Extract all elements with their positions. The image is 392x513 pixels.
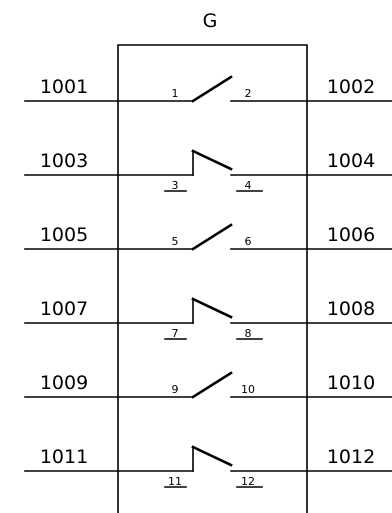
left-pin-number: 1: [172, 87, 179, 100]
right-pin-number: 10: [241, 383, 255, 396]
component-label: G: [203, 10, 218, 32]
no-contact-blade: [191, 371, 233, 399]
right-wire-number: 1010: [327, 372, 375, 394]
right-wire-number: 1004: [327, 150, 375, 172]
left-pin-number: 9: [172, 383, 179, 396]
right-pin-number: 12: [241, 475, 255, 488]
nc-contact-blade: [191, 297, 233, 319]
left-pin-number: 7: [172, 327, 179, 340]
no-contact-blade: [191, 75, 233, 103]
nc-contact-blade: [191, 445, 233, 467]
no-contact-blade: [191, 223, 233, 251]
left-wire-number: 1007: [40, 298, 88, 320]
component-box: [117, 44, 308, 513]
left-wire-number: 1009: [40, 372, 88, 394]
right-pin-number: 2: [245, 87, 252, 100]
left-wire-number: 1011: [40, 446, 88, 468]
right-wire-number: 1012: [327, 446, 375, 468]
left-wire-number: 1005: [40, 224, 88, 246]
right-pin-number: 8: [245, 327, 252, 340]
right-pin-number: 6: [245, 235, 252, 248]
right-wire-number: 1002: [327, 76, 375, 98]
left-wire-number: 1001: [40, 76, 88, 98]
nc-contact-blade: [191, 149, 233, 171]
right-wire-number: 1008: [327, 298, 375, 320]
right-wire-number: 1006: [327, 224, 375, 246]
left-pin-number: 5: [172, 235, 179, 248]
left-wire-number: 1003: [40, 150, 88, 172]
left-pin-number: 3: [172, 179, 179, 192]
right-pin-number: 4: [245, 179, 252, 192]
left-pin-number: 11: [168, 475, 182, 488]
